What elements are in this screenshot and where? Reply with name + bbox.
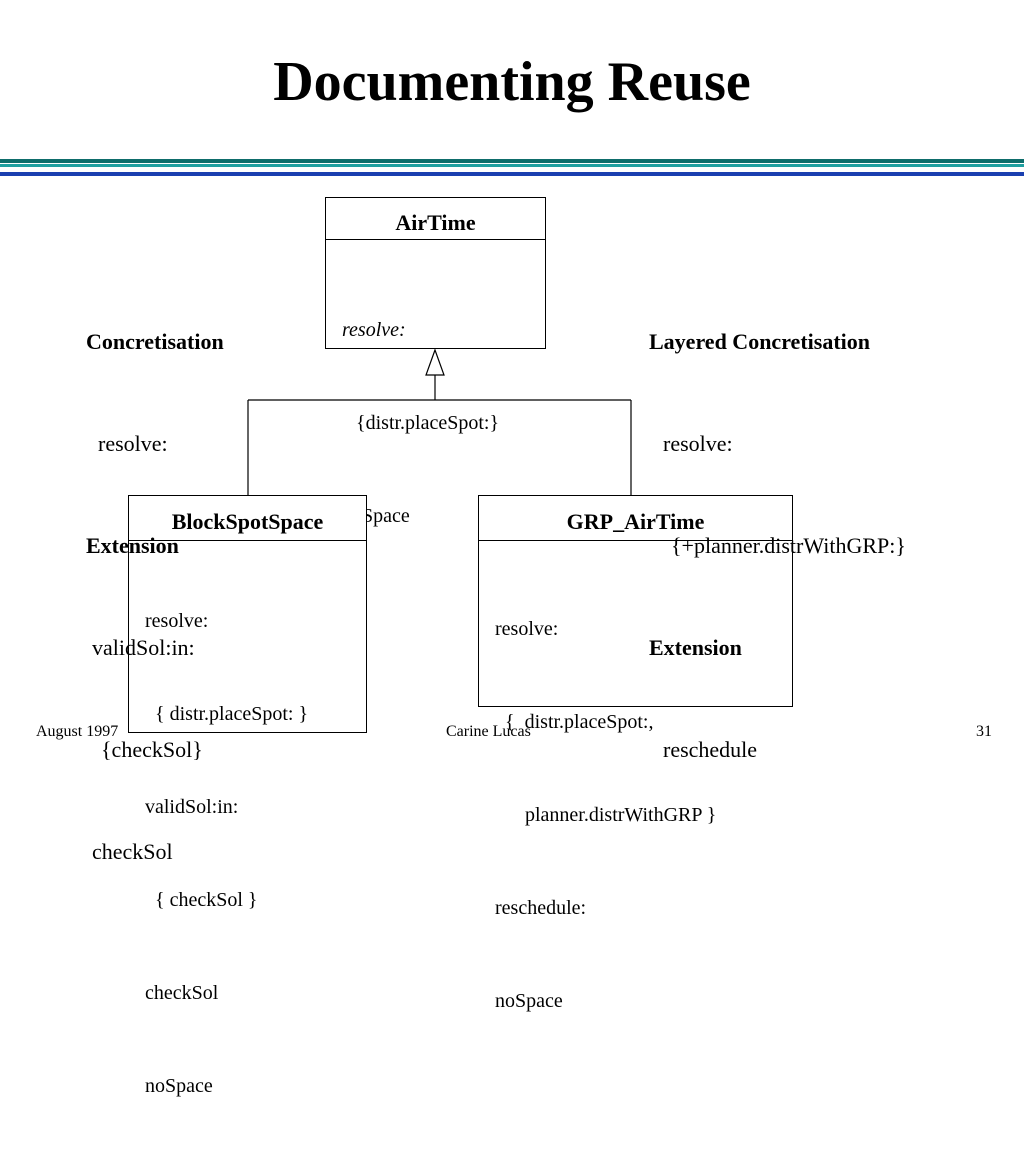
method-line: planner.distrWithGRP } bbox=[495, 804, 717, 826]
footer-author: Carine Lucas bbox=[446, 723, 531, 740]
right-reschedule: reschedule bbox=[663, 737, 758, 762]
method-line: resolve: bbox=[145, 610, 209, 632]
right-layered-heading: Layered Concretisation bbox=[649, 329, 870, 354]
right-planner: {+planner.distrWithGRP:} bbox=[671, 533, 906, 558]
method-line: {distr.placeSpot:} bbox=[356, 412, 500, 434]
title-rule-teal bbox=[0, 164, 1024, 167]
inheritance-connectors bbox=[247, 348, 632, 495]
left-checksol: checkSol bbox=[92, 839, 173, 864]
class-box-airtime: AirTime resolve: {distr.placeSpot:} noSp… bbox=[325, 197, 546, 527]
method-line: { distr.placeSpot:, bbox=[495, 711, 654, 733]
class-name-airtime: AirTime bbox=[326, 198, 545, 240]
method-line: { distr.placeSpot: } bbox=[145, 703, 309, 725]
right-extension-heading: Extension bbox=[649, 635, 742, 660]
title-rule-blue bbox=[0, 172, 1024, 176]
method-line: reschedule: bbox=[495, 897, 587, 919]
method-line: resolve: bbox=[342, 319, 406, 341]
right-resolve: resolve: bbox=[663, 431, 733, 456]
left-resolve: resolve: bbox=[98, 431, 168, 456]
footer-date: August 1997 bbox=[36, 723, 119, 740]
footer-page-number: 31 bbox=[976, 723, 992, 740]
method-line: checkSol bbox=[145, 982, 219, 1004]
method-line: noSpace bbox=[145, 1075, 213, 1097]
left-checksol-set: {checkSol} bbox=[101, 737, 203, 762]
left-annotation: Concretisation resolve: Extension validS… bbox=[86, 257, 224, 903]
left-validsol: validSol:in: bbox=[92, 635, 195, 660]
class-name-grp-airtime: GRP_AirTime bbox=[479, 496, 792, 541]
left-extension-heading: Extension bbox=[86, 533, 179, 558]
right-annotation: Layered Concretisation resolve: {+planne… bbox=[649, 257, 906, 801]
method-line: noSpace bbox=[495, 990, 563, 1012]
method-line: resolve: bbox=[495, 618, 559, 640]
slide-title: Documenting Reuse bbox=[273, 51, 751, 113]
class-name-blockspotspace: BlockSpotSpace bbox=[129, 496, 366, 541]
title-rule-dark bbox=[0, 159, 1024, 163]
left-concretisation-heading: Concretisation bbox=[86, 329, 224, 354]
